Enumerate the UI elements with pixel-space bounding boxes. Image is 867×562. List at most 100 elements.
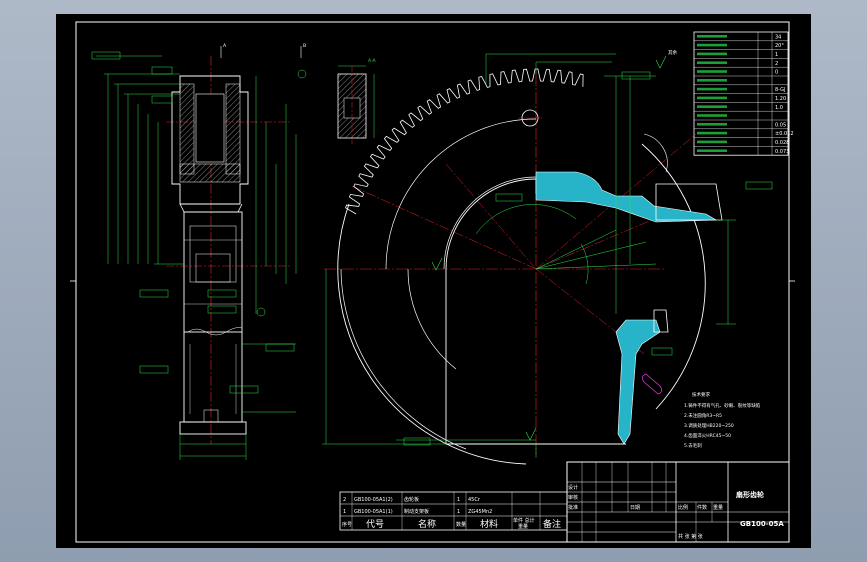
dim-arc-angle2 — [580, 243, 589, 285]
sector-mid-arc2 — [340, 268, 467, 450]
front-tolerance-frames — [403, 71, 773, 446]
tech-notes-title: 技术要求 — [692, 391, 710, 398]
svg-text:GB100-05A1(1): GB100-05A1(1) — [354, 509, 393, 515]
hatch-upper-right — [225, 83, 241, 175]
front-right-dims — [322, 75, 736, 458]
sector-mid-arc — [385, 118, 537, 270]
svg-text:名称: 名称 — [418, 518, 436, 530]
cad-drawing: A B A-A — [70, 21, 795, 543]
param-value: 0.05 — [775, 122, 786, 128]
param-label-glyph — [697, 79, 727, 82]
svg-text:1: 1 — [457, 509, 460, 515]
svg-text:代号: 代号 — [366, 519, 384, 530]
gear-teeth — [345, 68, 584, 215]
dim-radius-2 — [535, 263, 657, 270]
param-label-glyph — [697, 131, 727, 135]
upper-right-arc — [643, 133, 668, 173]
technical-notes: 技术要求 1.铸件不得有气孔、砂眼、裂纹等缺陷 2.未注圆角R3~R5 3.调质… — [684, 391, 761, 449]
bom-header: 序号 代号 名称 数量 材料 单件 总计 重量 备注 — [342, 517, 561, 530]
svg-text:备注: 备注 — [543, 518, 561, 530]
param-label-glyph — [697, 43, 727, 47]
drawing-sheet: A B A-A — [56, 14, 811, 548]
view-label-a: A — [223, 43, 227, 49]
param-label-glyph — [697, 105, 727, 108]
svg-text:制动支架板: 制动支架板 — [404, 508, 429, 515]
param-value: ±0.012 — [775, 131, 794, 137]
param-label-glyph — [697, 70, 727, 73]
param-label-glyph — [697, 52, 727, 56]
bom-row-1: 1 GB100-05A1(1) 制动支架板 1 ZG45Mn2 — [343, 508, 492, 515]
side-foot — [179, 421, 247, 435]
gear-teeth-profile — [345, 68, 584, 215]
param-label-glyph — [697, 61, 727, 64]
hatch-upper-bottom — [179, 163, 241, 183]
param-value: 1 — [775, 52, 778, 58]
tech-note-5: 5.去毛刺 — [684, 442, 702, 449]
front-ray-3 — [535, 213, 667, 270]
sector-inner-arc2 — [443, 176, 537, 270]
front-view: 其余 — [322, 49, 773, 465]
param-value: 20° — [775, 43, 784, 49]
param-label-glyph — [697, 35, 727, 38]
sector-inner-arc — [407, 268, 457, 370]
svg-text:1: 1 — [343, 509, 346, 515]
slot-hole — [642, 373, 662, 395]
tech-note-4: 4.齿面淬火HRC45~50 — [684, 432, 731, 439]
front-ray-5 — [445, 163, 537, 270]
roughness-symbol-1 — [431, 257, 443, 271]
title-block — [566, 461, 790, 543]
drawing-title: 扇形齿轮 — [736, 490, 764, 499]
param-value: 0.028 — [775, 140, 789, 146]
label-sheet: 共 张 第 张 — [678, 533, 703, 540]
param-value: 8-GJ — [775, 87, 786, 93]
param-label-glyph — [697, 140, 727, 144]
bom-row-2: 2 GB100-05A1(2) 齿轮板 1 45Cr — [343, 496, 481, 503]
side-dimensions — [96, 55, 297, 460]
label-scale: 比例 — [678, 504, 688, 511]
svg-text:45Cr: 45Cr — [468, 497, 481, 503]
param-value: 0.073 — [775, 149, 789, 155]
tech-note-2: 2.未注圆角R3~R5 — [684, 412, 722, 419]
section-flange-lower — [653, 309, 669, 333]
inner-border — [75, 21, 790, 543]
svg-text:序号: 序号 — [342, 521, 352, 528]
sector-outer-arc — [337, 203, 527, 465]
side-slot — [195, 93, 225, 163]
hatch-upper-left — [179, 83, 195, 175]
drawing-number: GB100-05A — [740, 520, 784, 528]
svg-text:单件 总计: 单件 总计 — [513, 517, 535, 524]
svg-text:齿轮板: 齿轮板 — [404, 496, 419, 503]
param-label-glyph — [697, 123, 727, 126]
bom-grid — [339, 491, 568, 531]
label-date: 日期 — [630, 505, 640, 511]
param-value: 1.20 — [775, 96, 786, 102]
svg-text:数量: 数量 — [456, 521, 466, 528]
param-label-glyph — [697, 87, 727, 91]
param-value: 2 — [775, 61, 778, 67]
param-value: 0 — [775, 70, 778, 76]
label-checker: 审核 — [568, 494, 578, 501]
section-top-arm — [535, 171, 718, 223]
param-value: 34 — [775, 34, 781, 40]
dim-radius-1 — [535, 229, 617, 270]
detail-view: A-A — [337, 58, 377, 146]
label-weight: 重量 — [713, 504, 723, 511]
side-break-line — [187, 327, 243, 336]
param-label-glyph — [697, 149, 727, 152]
label-approver: 批准 — [568, 504, 578, 511]
label-designer: 设计 — [568, 484, 578, 491]
sector-right-arc — [641, 143, 706, 410]
roughness-symbol-2 — [655, 55, 667, 69]
roughness-note: 其余 — [668, 49, 677, 56]
svg-text:1: 1 — [457, 497, 460, 503]
roughness-symbol-3 — [525, 427, 537, 441]
side-foot-hole — [203, 409, 219, 423]
side-view: A B — [91, 43, 307, 460]
tech-note-3: 3.调质处理HB220~250 — [684, 422, 734, 429]
param-label-glyph — [697, 114, 727, 117]
hub-opening — [445, 178, 537, 444]
svg-text:GB100-05A1(2): GB100-05A1(2) — [354, 497, 393, 503]
view-label-b: B — [303, 43, 306, 49]
tech-note-1: 1.铸件不得有气孔、砂眼、裂纹等缺陷 — [684, 402, 761, 409]
